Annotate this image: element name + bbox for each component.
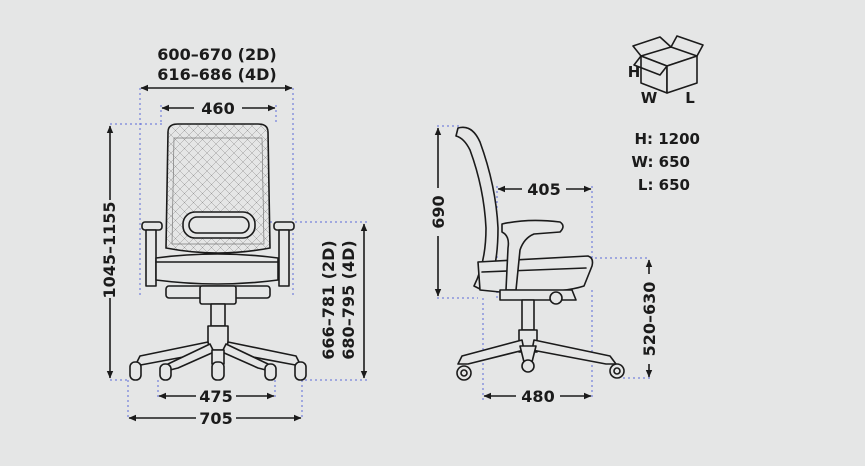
chair-side-icon	[455, 126, 625, 381]
box-height-letter: H	[628, 63, 641, 81]
backrest-height-label: 690	[429, 195, 448, 228]
seat-depth-label: 405	[527, 180, 560, 199]
box-icon	[632, 35, 704, 94]
front-dimension-lines	[106, 84, 368, 422]
chair-front-icon	[129, 123, 307, 381]
armrest-height-2d-label: 666–781 (2D)	[319, 240, 338, 359]
seat-width-2d-label: 600–670 (2D)	[157, 45, 276, 64]
armrest-height-4d-label: 680–795 (4D)	[339, 240, 358, 359]
box-width-letter: W	[641, 89, 658, 107]
package-width: W: 650	[631, 153, 690, 171]
seat-width-4d-label: 616–686 (4D)	[157, 65, 276, 84]
base-depth-label: 480	[521, 387, 554, 406]
base-width-label: 705	[199, 409, 232, 428]
seat-height-label: 520–630	[640, 282, 659, 357]
package-height: H: 1200	[634, 130, 700, 148]
side-dimension-lines	[434, 127, 653, 400]
inner-base-width-label: 475	[199, 387, 232, 406]
package-length: L: 650	[638, 176, 690, 194]
box-length-letter: L	[685, 89, 695, 107]
total-height-label: 1045–1155	[100, 201, 119, 298]
backrest-width-label: 460	[201, 99, 234, 118]
front-guide-lines	[110, 88, 370, 420]
